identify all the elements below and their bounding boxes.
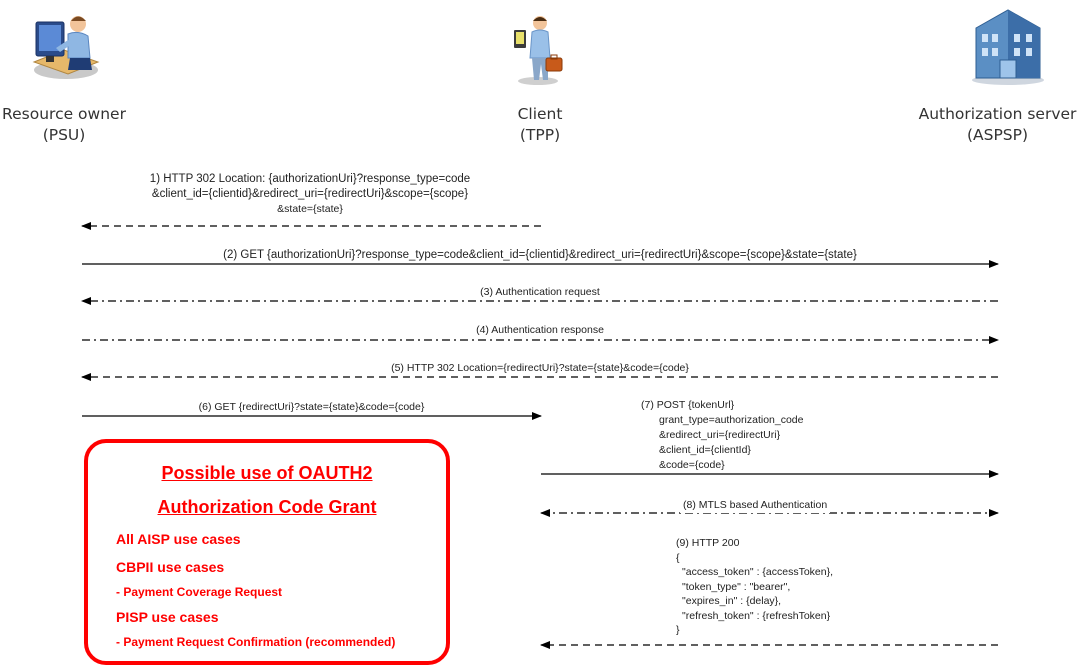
note-line: PISP use cases [116, 609, 219, 625]
note-title-line1: Possible use of OAUTH2 [161, 463, 373, 483]
note-line: CBPII use cases [116, 559, 225, 575]
message-7-line: &redirect_uri={redirectUri} [659, 429, 781, 441]
message-9-line: (9) HTTP 200 [676, 537, 740, 549]
message-1-line: 1) HTTP 302 Location: {authorizationUri}… [149, 173, 471, 185]
actor-label-tpp: Client (TPP) [480, 104, 600, 146]
actor-name: Resource owner [2, 105, 126, 123]
note-line: All AISP use cases [116, 531, 241, 547]
message-1-line: &state={state} [277, 203, 343, 215]
person-with-briefcase-icon [514, 16, 563, 85]
note-title-line2: Authorization Code Grant [157, 497, 377, 517]
use-cases-note: Possible use of OAUTH2 Authorization Cod… [84, 439, 450, 665]
actor-name: Authorization server [918, 105, 1077, 123]
message-9-line: "refresh_token" : {refreshToken} [682, 609, 831, 622]
message-4-label: (4) Authentication response [476, 324, 604, 336]
bank-building-icon [972, 9, 1044, 85]
actor-role: (ASPSP) [966, 126, 1029, 144]
message-6-label: (6) GET {redirectUri}?state={state}&code… [198, 401, 425, 413]
note-line: - Payment Request Confirmation (recommen… [116, 635, 396, 649]
actor-label-psu: Resource owner (PSU) [0, 104, 128, 146]
message-5-label: (5) HTTP 302 Location={redirectUri}?stat… [391, 362, 689, 374]
message-9-line: "token_type" : "bearer", [682, 580, 791, 593]
message-9-line: "access_token" : {accessToken}, [682, 566, 834, 578]
actor-role: (PSU) [42, 126, 86, 144]
actor-role: (TPP) [519, 126, 561, 144]
message-1-label: 1) HTTP 302 Location: {authorizationUri}… [100, 172, 520, 217]
message-7-line: &code={code} [659, 459, 725, 471]
note-line: - Payment Coverage Request [116, 585, 283, 599]
actor-name: Client [517, 105, 563, 123]
message-7-line: grant_type=authorization_code [659, 414, 804, 426]
message-9-line: "expires_in" : {delay}, [682, 595, 782, 607]
message-8-label: (8) MTLS based Authentication [680, 498, 831, 513]
message-2-label: (2) GET {authorizationUri}?response_type… [223, 249, 857, 261]
message-3-label: (3) Authentication request [480, 286, 600, 298]
message-9-line: { [676, 551, 680, 564]
message-7-line: (7) POST {tokenUrl} [641, 399, 735, 411]
message-7-label: (7) POST {tokenUrl} grant_type=authoriza… [641, 398, 803, 473]
message-1-line: &client_id={clientid}&redirect_uri={redi… [151, 188, 469, 200]
message-9-label: (9) HTTP 200 { "access_token" : {accessT… [676, 536, 833, 638]
actor-label-aspsp: Authorization server (ASPSP) [918, 104, 1077, 146]
person-at-computer-icon [32, 16, 100, 79]
message-9-line: } [676, 624, 680, 636]
message-7-line: &client_id={clientId} [659, 444, 751, 456]
